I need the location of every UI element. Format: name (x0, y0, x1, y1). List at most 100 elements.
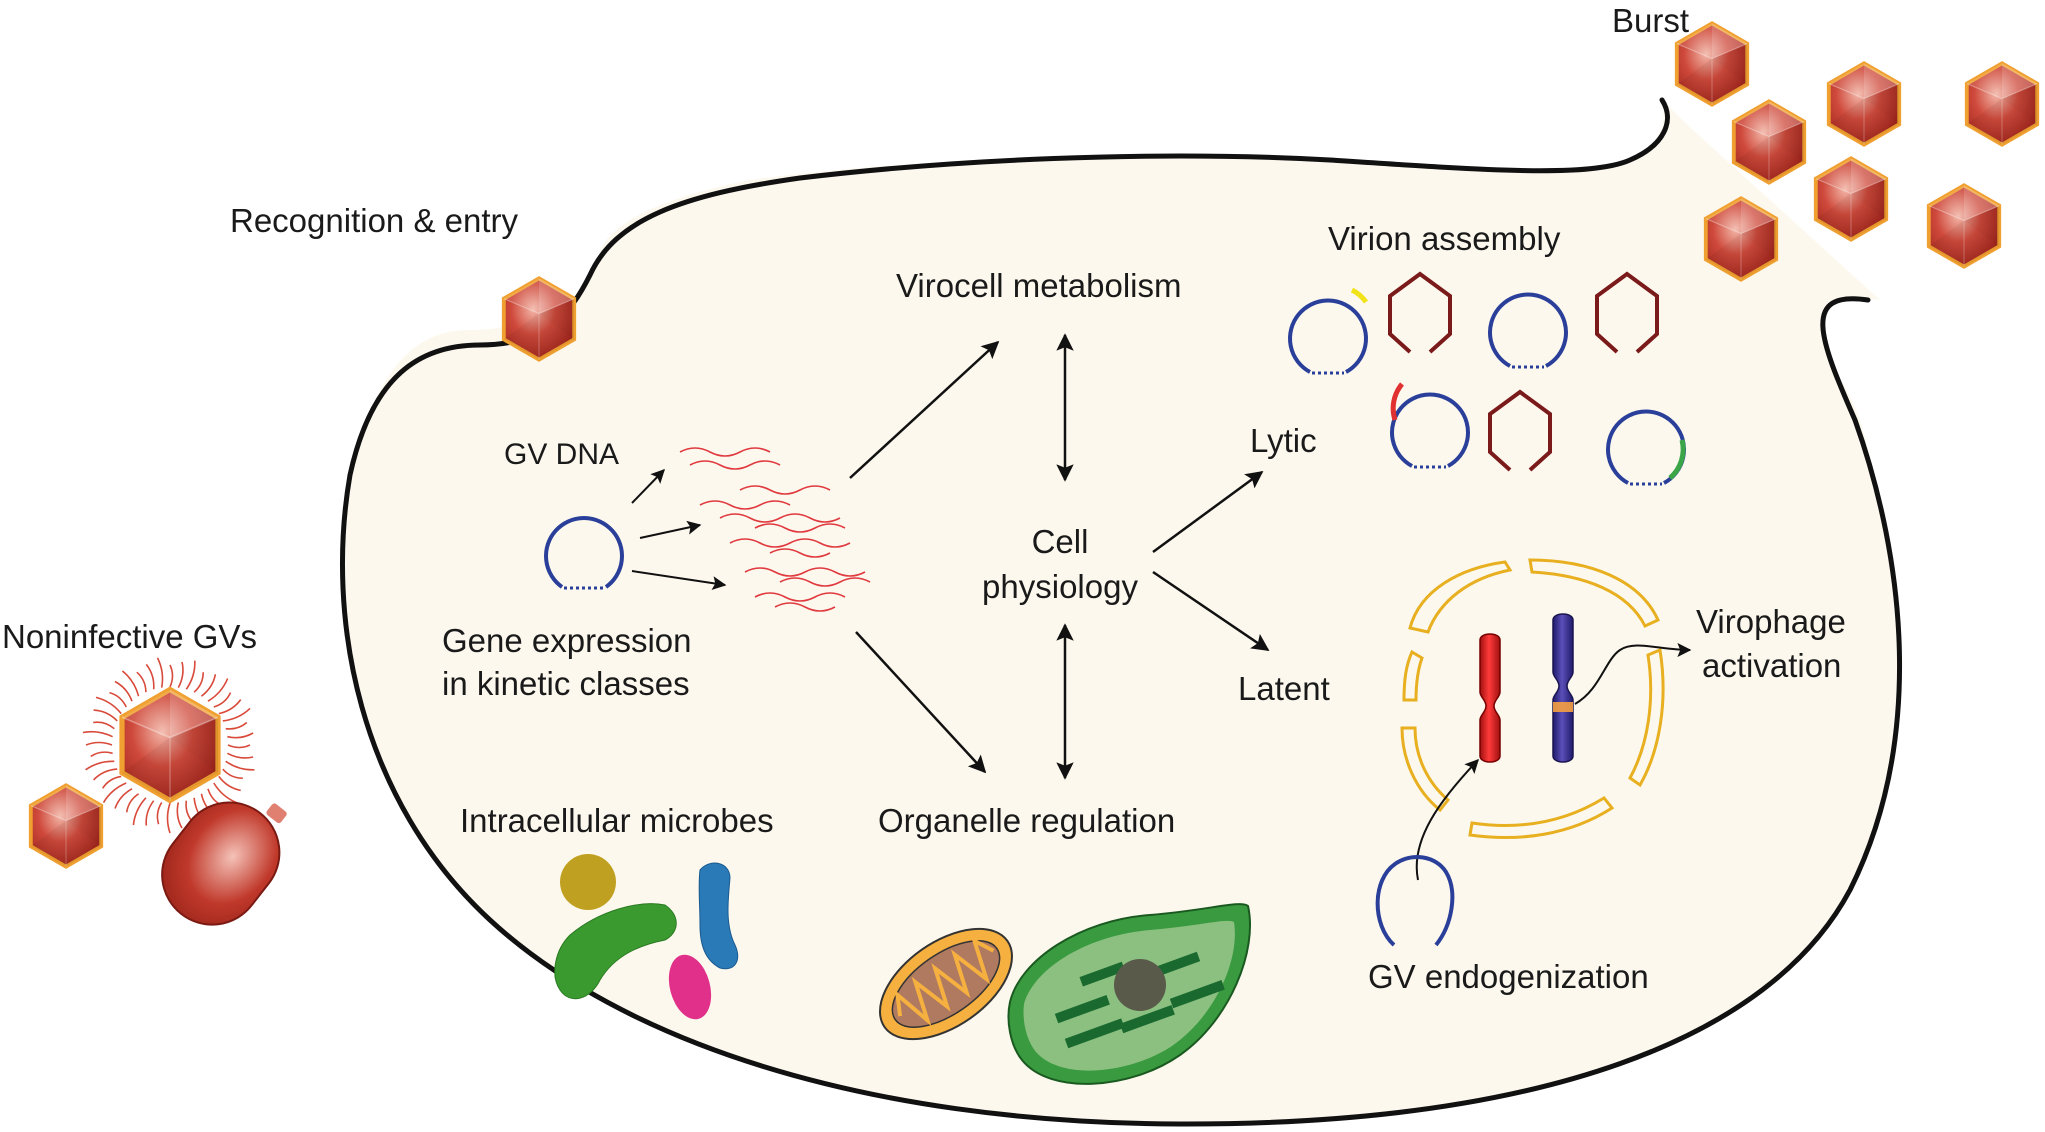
fiber-icon (102, 775, 122, 789)
intracellular-microbes (554, 854, 739, 1020)
fiber-icon (213, 692, 232, 708)
noninfective-gvs-label: Noninfective GVs (2, 618, 257, 655)
thylakoid-icon (1054, 951, 1225, 1049)
fiber-icon (156, 801, 163, 825)
arrow-to-lytic (1152, 470, 1264, 554)
fiber-icon (225, 760, 255, 771)
fiber-icon (114, 788, 133, 809)
latent-label: Latent (1238, 670, 1330, 707)
giant-virus-icon (28, 783, 104, 869)
circular-dna-icon (1488, 292, 1568, 369)
pyrenoid-icon (1114, 959, 1166, 1011)
microbe-icon (161, 801, 287, 926)
fiber-icon (166, 802, 171, 834)
fiber-icon (145, 663, 155, 690)
giant-virus-icon (1964, 61, 2040, 147)
fiber-icon (82, 730, 113, 738)
fiber-icon (125, 793, 140, 813)
circular-dna-icon (544, 516, 624, 590)
microbe-icon (698, 862, 739, 970)
mrna-icon (679, 447, 871, 612)
labels: Recognition & entry Burst Virocell metab… (2, 2, 1846, 995)
physiology-label: physiology (982, 568, 1138, 605)
noninfective-gvs (28, 657, 287, 926)
fiber-icon (93, 709, 118, 722)
fiber-icon (222, 707, 251, 722)
circular-dna-icon (1375, 855, 1455, 947)
virophage-label: Virophage (1696, 603, 1846, 640)
capsid-icon (1388, 271, 1452, 354)
fiber-icon (102, 782, 127, 804)
fiber-icon (207, 678, 229, 702)
virocell-metabolism-label: Virocell metabolism (896, 267, 1182, 304)
arrow-to-latent (1152, 570, 1270, 652)
capsid-icon (1488, 389, 1552, 472)
activation-label: activation (1702, 647, 1841, 684)
kinetic-classes-label: in kinetic classes (442, 665, 690, 702)
giant-virus-icon (1826, 61, 1902, 147)
capsid-icon (1595, 271, 1659, 354)
chromosome-icon (1552, 613, 1574, 763)
giant-virus-icon (122, 690, 218, 801)
gene-expression-label: Gene expression (442, 622, 691, 659)
fiber-icon (177, 661, 184, 688)
fiber-icon (218, 775, 241, 792)
chromosome-icon (1479, 633, 1501, 763)
fiber-icon (185, 660, 196, 690)
fiber-icon (145, 800, 155, 826)
fiber-icon (109, 691, 127, 708)
plasma-membrane (340, 97, 1903, 1127)
fiber-icon (136, 671, 147, 693)
fiber-icon (93, 721, 115, 730)
fiber-icon (227, 732, 254, 739)
fiber-icon (85, 741, 113, 746)
integrated-virophage-icon (1553, 702, 1573, 712)
burst-virions (1674, 21, 2040, 282)
fiber-icon (227, 744, 251, 749)
fiber-icon (156, 657, 164, 688)
fiber-icon (193, 672, 205, 693)
fiber-icon (225, 721, 248, 730)
transcription-arrow (631, 570, 727, 591)
lytic-label: Lytic (1250, 422, 1317, 459)
fiber-icon (90, 751, 113, 758)
microbe-icon (554, 903, 677, 1000)
circular-dna-icon (1606, 409, 1686, 486)
fiber-icon (93, 768, 118, 781)
virion-assembly-label: Virion assembly (1328, 220, 1561, 257)
circular-dna-icon (1390, 382, 1470, 469)
arrow-to-metabolism (849, 340, 1000, 479)
arrow-to-organelle (855, 631, 987, 774)
fiber-icon (213, 782, 237, 804)
giant-virus-icon (1703, 196, 1779, 282)
fiber-icon (227, 752, 254, 759)
virion-assembly-group (1288, 271, 1686, 486)
fiber-icon (114, 680, 133, 702)
giant-virus-icon (1731, 99, 1807, 185)
burst-label: Burst (1612, 2, 1689, 39)
microbe-icon (668, 954, 712, 1020)
recognition-entry-label: Recognition & entry (230, 202, 518, 239)
mitochondrion-icon (879, 927, 1013, 1041)
fiber-icon (176, 802, 183, 829)
transcription-arrow (631, 468, 665, 504)
gv-endogenization-label: GV endogenization (1368, 958, 1649, 995)
fiber-icon (169, 664, 174, 688)
intracellular-microbes-label: Intracellular microbes (460, 802, 774, 839)
fiber-icon (218, 699, 242, 715)
microbe-icon (560, 854, 616, 910)
fiber-icon (85, 760, 115, 771)
giant-virus-icon (1813, 156, 1889, 242)
gv-dna-label: GV DNA (504, 438, 619, 471)
transcription-arrow (639, 520, 702, 539)
cell-label: Cell (1032, 523, 1089, 560)
fiber-icon (132, 797, 147, 826)
virophage-activation-arrow (1574, 642, 1692, 705)
organelle-regulation-label: Organelle regulation (878, 802, 1175, 839)
fiber-icon (222, 768, 243, 780)
fiber-icon (95, 696, 122, 715)
nucleus-envelope (1400, 558, 1665, 840)
fiber-icon (200, 674, 217, 697)
